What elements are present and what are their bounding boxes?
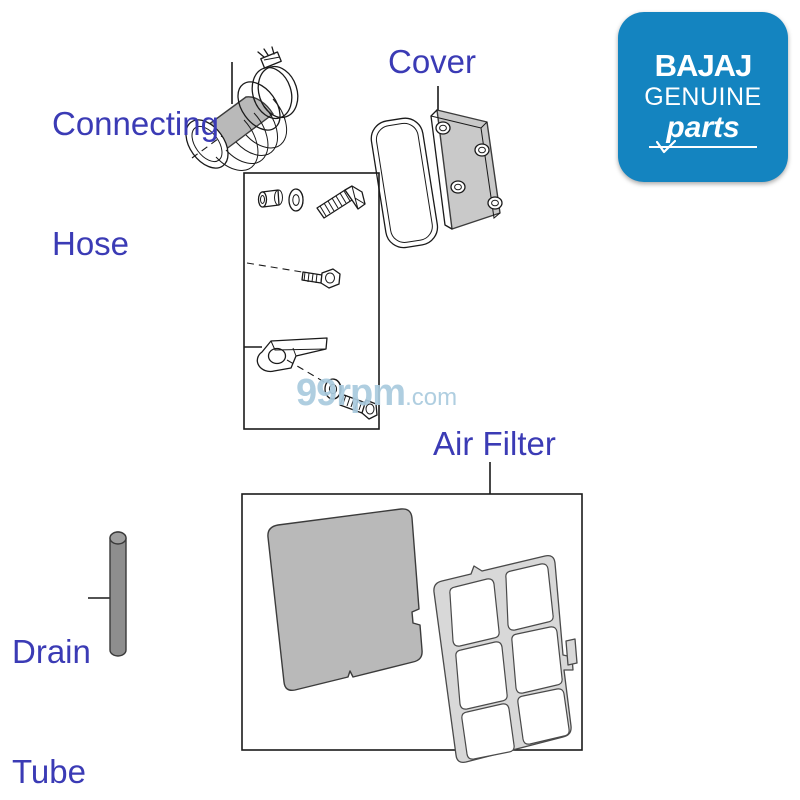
drain-tube-part: [88, 531, 127, 657]
logo-check-icon: [656, 140, 676, 154]
logo-brand-text: BAJAJ: [654, 48, 753, 83]
label-connecting-hose-line1: Connecting: [52, 105, 219, 142]
cover-plate: [430, 109, 503, 230]
hose-body: [185, 81, 288, 171]
logo-underline: [649, 146, 757, 148]
label-drain-tube-line2: Tube: [12, 753, 86, 790]
label-connecting-hose: Connecting Hose: [52, 24, 219, 344]
logo-genuine-text: GENUINE: [644, 83, 762, 111]
cover-mounting-holes: [435, 121, 503, 210]
collar-spacer: [257, 189, 283, 208]
bracket-assembly-line: [286, 359, 327, 384]
label-drain-tube-line1: Drain: [12, 633, 91, 670]
flange-bolt-leader: [246, 262, 303, 273]
label-drain-tube: Drain Tube: [12, 552, 91, 800]
label-cover: Cover: [388, 43, 477, 80]
filter-frame: [433, 555, 578, 763]
label-air-filter: Air Filter: [433, 425, 556, 462]
hose-clamp: [251, 46, 299, 120]
bajaj-genuine-parts-logo: BAJAJ GENUINE parts: [618, 12, 788, 182]
fastener-box: [243, 172, 380, 430]
screw-bottom: [339, 394, 378, 420]
washer-bottom: [324, 378, 342, 400]
watermark-name: 99rpm: [296, 372, 406, 414]
cover-part: [370, 86, 503, 249]
filter-element: [267, 508, 423, 692]
hex-bolt: [316, 185, 366, 219]
watermark-tld: .com: [405, 384, 458, 411]
logo-parts-text: parts: [666, 111, 740, 144]
label-connecting-hose-line2: Hose: [52, 225, 130, 262]
washer-top: [288, 188, 304, 212]
air-filter-box: [241, 462, 583, 763]
connecting-hose-part: [185, 46, 299, 171]
flange-bolt: [246, 262, 341, 289]
site-watermark: 99rpm.com: [296, 374, 457, 417]
mounting-bracket: [244, 337, 328, 384]
